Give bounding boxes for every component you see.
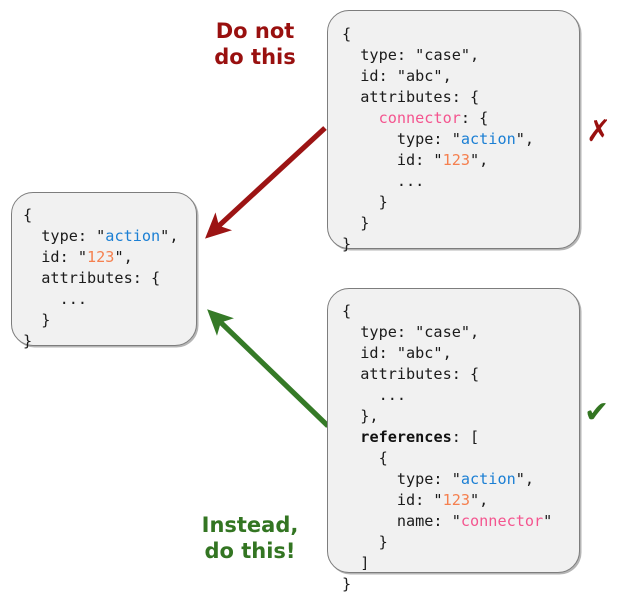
instead-do-this-label: Instead, do this! (201, 513, 299, 563)
cross-icon: ✗ (586, 114, 612, 149)
arrow-good (207, 309, 330, 428)
code-box-action-object: { type: "action", id: "123", attributes:… (11, 192, 197, 350)
code-action-object: { type: "action", id: "123", attributes:… (23, 206, 179, 350)
code-box-nested-connector: { type: "case", id: "abc", attributes: {… (327, 10, 580, 253)
code-box-references-array: { type: "case", id: "abc", attributes: {… (327, 288, 580, 593)
checkmark-icon: ✔ (584, 395, 610, 430)
code-references-array: { type: "case", id: "abc", attributes: {… (342, 302, 553, 593)
code-nested-connector: { type: "case", id: "abc", attributes: {… (342, 25, 535, 253)
diagram-canvas: { type: "case", id: "abc", attributes: {… (11, 10, 612, 593)
arrow-bad (205, 126, 327, 239)
do-not-do-this-label: Do not do this (214, 19, 296, 69)
